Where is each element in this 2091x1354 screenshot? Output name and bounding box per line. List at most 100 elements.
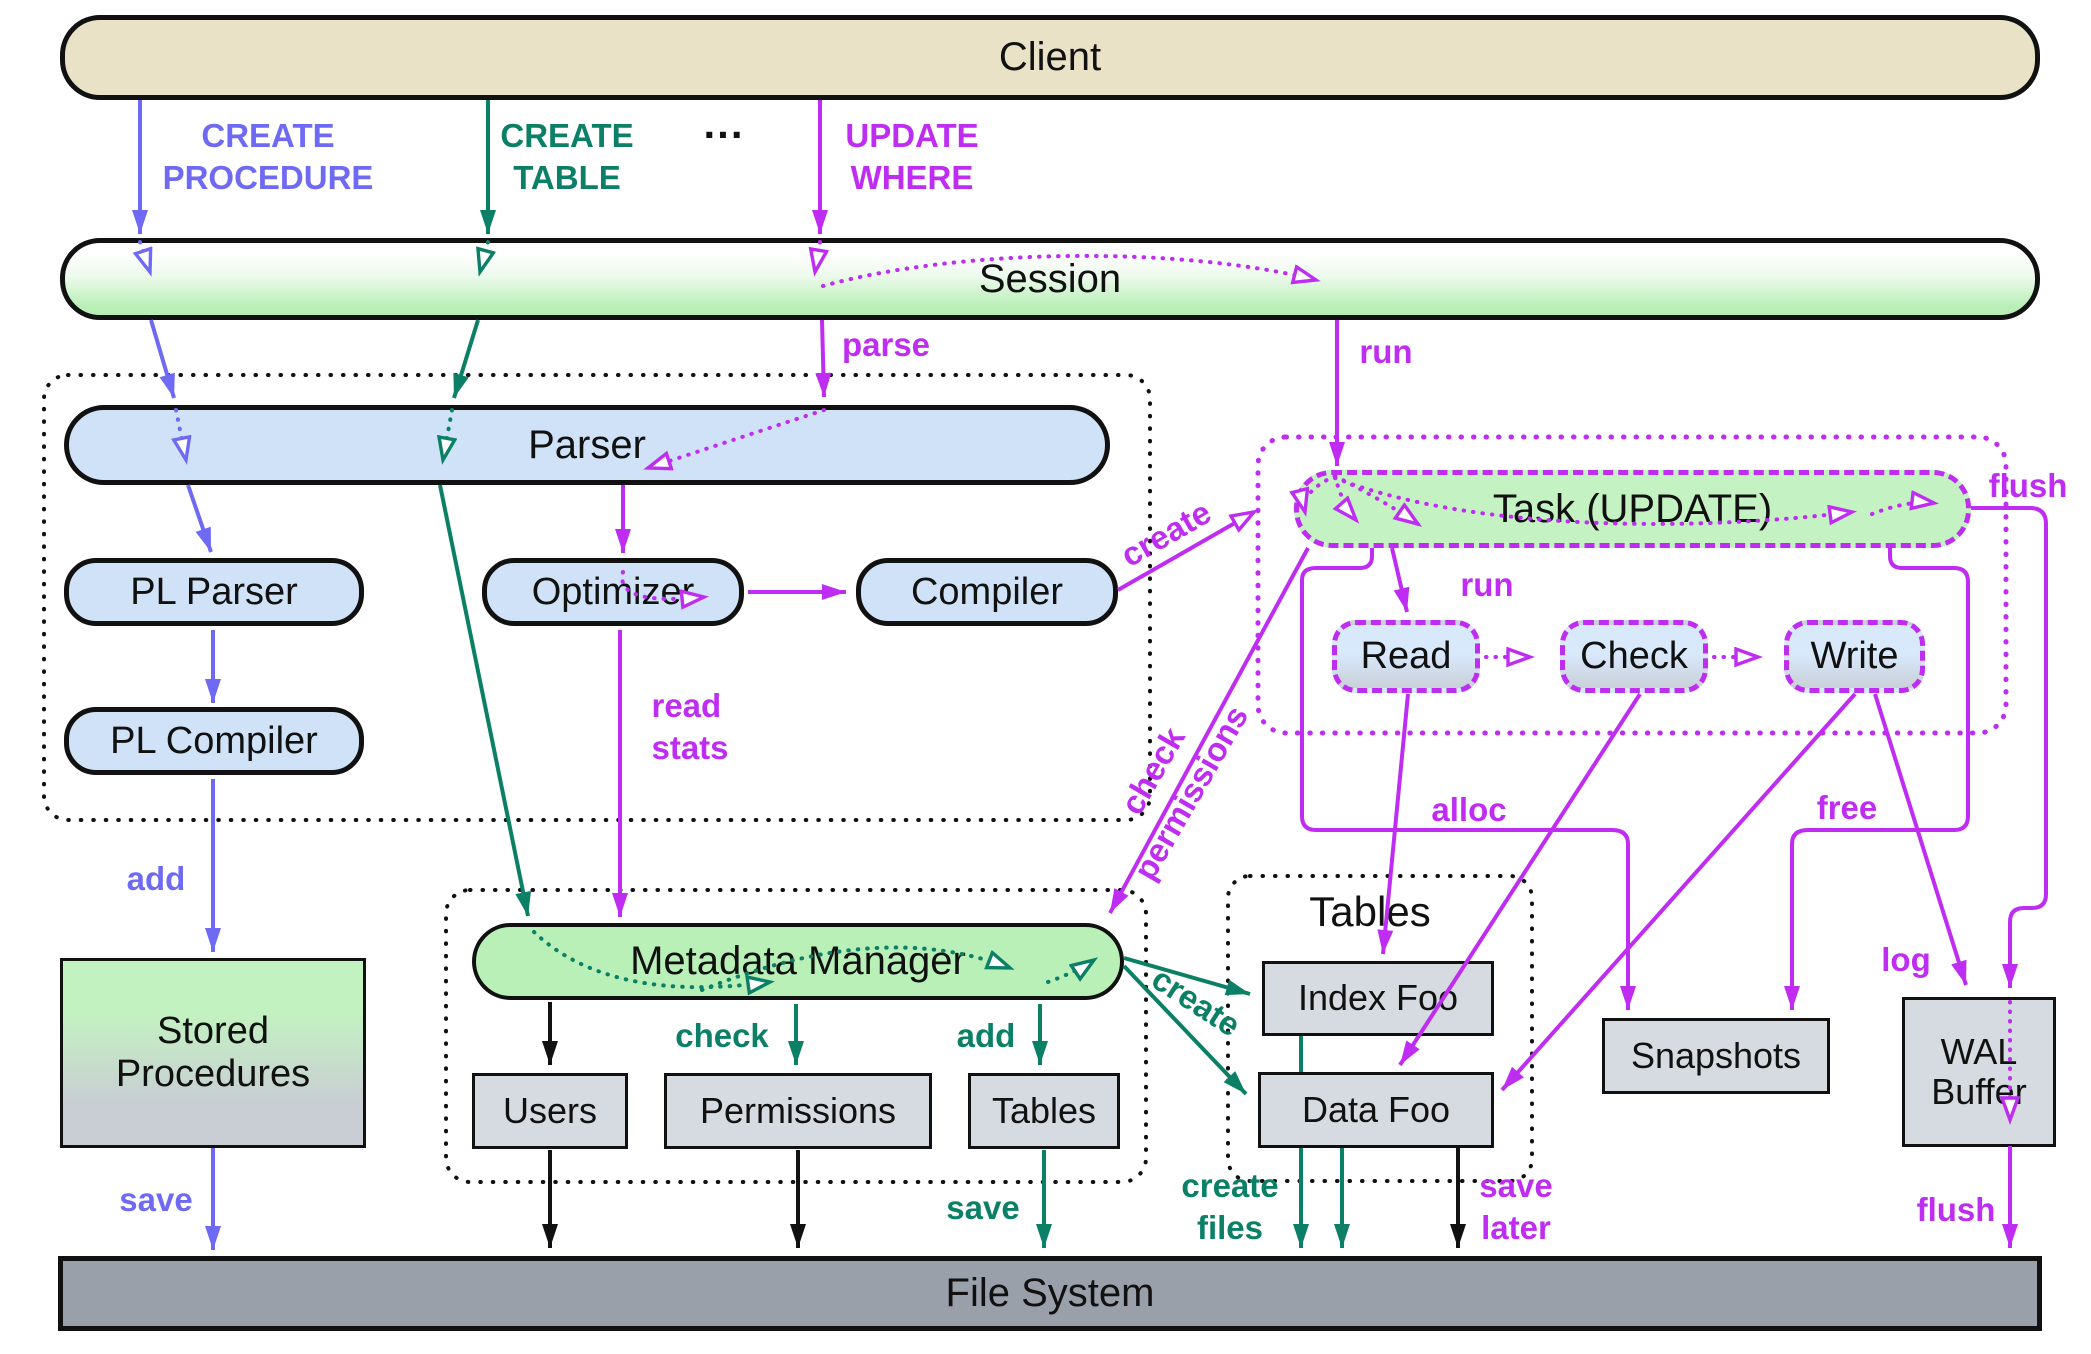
users-node: Users xyxy=(472,1073,628,1149)
snapshots-node: Snapshots xyxy=(1602,1018,1830,1094)
metadata-manager-node: Metadata Manager xyxy=(472,923,1124,1000)
edge-session-parser-blue xyxy=(149,319,176,399)
create-table-line1: CREATE xyxy=(500,117,634,154)
compiler-label: Compiler xyxy=(910,570,1064,613)
save-later-line2: later xyxy=(1481,1209,1551,1246)
create-files-line2: files xyxy=(1196,1209,1264,1246)
task-update-node: Task (UPDATE) xyxy=(1294,470,1971,548)
edge-metadata-internal-add xyxy=(700,945,1010,992)
edge-label-flush-bottom: flush xyxy=(1916,1191,1996,1228)
edge-label-update-where: UPDATE WHERE xyxy=(845,115,978,199)
create-table-line2: TABLE xyxy=(513,159,621,196)
edge-label-read-stats: read stats xyxy=(651,685,728,769)
teal-flow-edges xyxy=(438,100,1350,1248)
task-group-border xyxy=(1255,434,2009,736)
edge-write-datafoo xyxy=(1500,692,1857,1092)
edge-session-internal-teal xyxy=(480,240,488,272)
permissions-label: Permissions xyxy=(699,1089,897,1131)
parser-node: Parser xyxy=(64,405,1110,485)
edge-task-read-run xyxy=(1390,547,1410,613)
create-procedure-line2: PROCEDURE xyxy=(162,159,374,196)
edge-parser-internal-magenta xyxy=(648,408,826,468)
file-system-label: File System xyxy=(945,1271,1155,1316)
edge-task-internal-flush xyxy=(1870,502,1934,516)
edge-task-internal-1 xyxy=(1304,474,1337,512)
read-stats-line2: stats xyxy=(651,729,729,766)
edge-compiler-task-create xyxy=(1117,512,1254,592)
write-label: Write xyxy=(1810,635,1899,678)
edge-label-create-procedure: CREATE PROCEDURE xyxy=(163,115,374,199)
stored-procedures-line2: Procedures xyxy=(115,1053,311,1095)
index-foo-label: Index Foo xyxy=(1297,977,1459,1019)
edge-parser-internal-blue xyxy=(176,408,186,460)
edge-label-add-procedure: add xyxy=(126,860,186,897)
client-node: Client xyxy=(60,15,2040,100)
stored-procedures-line1: Stored xyxy=(157,1010,269,1053)
session-label: Session xyxy=(978,256,1122,301)
stored-procedures-label: Stored Procedures xyxy=(116,1010,310,1095)
edge-label-alloc: alloc xyxy=(1431,791,1507,828)
tables-group-border xyxy=(1226,874,1534,1183)
edge-label-check-meta: check xyxy=(675,1017,769,1054)
magenta-flow-edges xyxy=(612,100,2048,1248)
parser-group-border xyxy=(42,373,1152,822)
create-files-line1: create xyxy=(1181,1167,1279,1204)
read-label: Read xyxy=(1360,635,1452,678)
edge-task-snapshots-free xyxy=(1784,548,1970,1010)
edge-label-save-later: save later xyxy=(1479,1165,1552,1249)
edge-label-save-procedure: save xyxy=(119,1181,193,1218)
edge-session-internal-blue xyxy=(140,240,150,272)
edge-label-ellipsis: ... xyxy=(703,100,745,147)
edge-label-flush-top: flush xyxy=(1988,467,2068,504)
edge-label-add-meta: add xyxy=(956,1017,1016,1054)
write-node: Write xyxy=(1784,620,1925,693)
edge-parser-internal-teal xyxy=(443,408,452,460)
snapshots-label: Snapshots xyxy=(1630,1034,1802,1076)
tables-node: Tables xyxy=(968,1073,1120,1149)
metadata-group-border xyxy=(444,888,1148,1184)
check-node: Check xyxy=(1560,620,1708,693)
edge-task-metadata-checkpermissions xyxy=(1108,547,1310,914)
pl-parser-node: PL Parser xyxy=(64,558,364,626)
edge-metadata-indexfoo-create xyxy=(1123,956,1251,996)
blue-flow-edges xyxy=(132,100,221,1250)
parser-label: Parser xyxy=(528,422,646,467)
pl-parser-label: PL Parser xyxy=(130,570,298,613)
edge-check-datafoo xyxy=(1398,692,1642,1067)
pl-compiler-node: PL Compiler xyxy=(64,707,364,775)
update-where-line1: UPDATE xyxy=(845,117,979,154)
data-foo-label: Data Foo xyxy=(1301,1088,1451,1130)
stored-procedures-node: Stored Procedures xyxy=(60,958,366,1148)
edge-label-create-files: create files xyxy=(1181,1165,1278,1249)
edge-session-run-arc xyxy=(821,253,1316,288)
edge-task-internal-2 xyxy=(1335,474,1356,520)
edge-task-snapshots-alloc xyxy=(1300,548,1636,1010)
edge-session-internal-magenta xyxy=(815,240,820,272)
edge-optimizer-internal xyxy=(620,570,704,599)
pl-compiler-label: PL Compiler xyxy=(110,719,318,762)
edge-label-save-tables: save xyxy=(946,1189,1020,1226)
tables-group-title: Tables xyxy=(1309,888,1431,935)
users-label: Users xyxy=(502,1089,597,1131)
edge-metadata-internal-create xyxy=(1046,960,1094,984)
edge-parser-plparser xyxy=(186,484,213,553)
read-node: Read xyxy=(1332,620,1480,693)
edge-task-wal-flush xyxy=(1971,506,2048,988)
permissions-node: Permissions xyxy=(664,1073,932,1149)
edge-parser-metadata-teal xyxy=(438,484,532,917)
read-stats-line1: read xyxy=(651,687,722,724)
optimizer-label: Optimizer xyxy=(531,570,695,613)
update-where-line2: WHERE xyxy=(850,159,974,196)
edge-read-indexfoo xyxy=(1377,693,1410,955)
session-node: Session xyxy=(60,238,2040,320)
edge-task-internal-3 xyxy=(1333,474,1418,524)
wal-buffer-node: WAL Buffer xyxy=(1902,997,2056,1147)
check-label: Check xyxy=(1580,635,1688,678)
file-system-node: File System xyxy=(58,1256,2042,1331)
edge-metadata-datafoo-create xyxy=(1122,964,1248,1096)
edge-session-parser-parse xyxy=(815,319,832,398)
metadata-manager-label: Metadata Manager xyxy=(630,939,966,984)
edge-label-free: free xyxy=(1816,789,1878,826)
